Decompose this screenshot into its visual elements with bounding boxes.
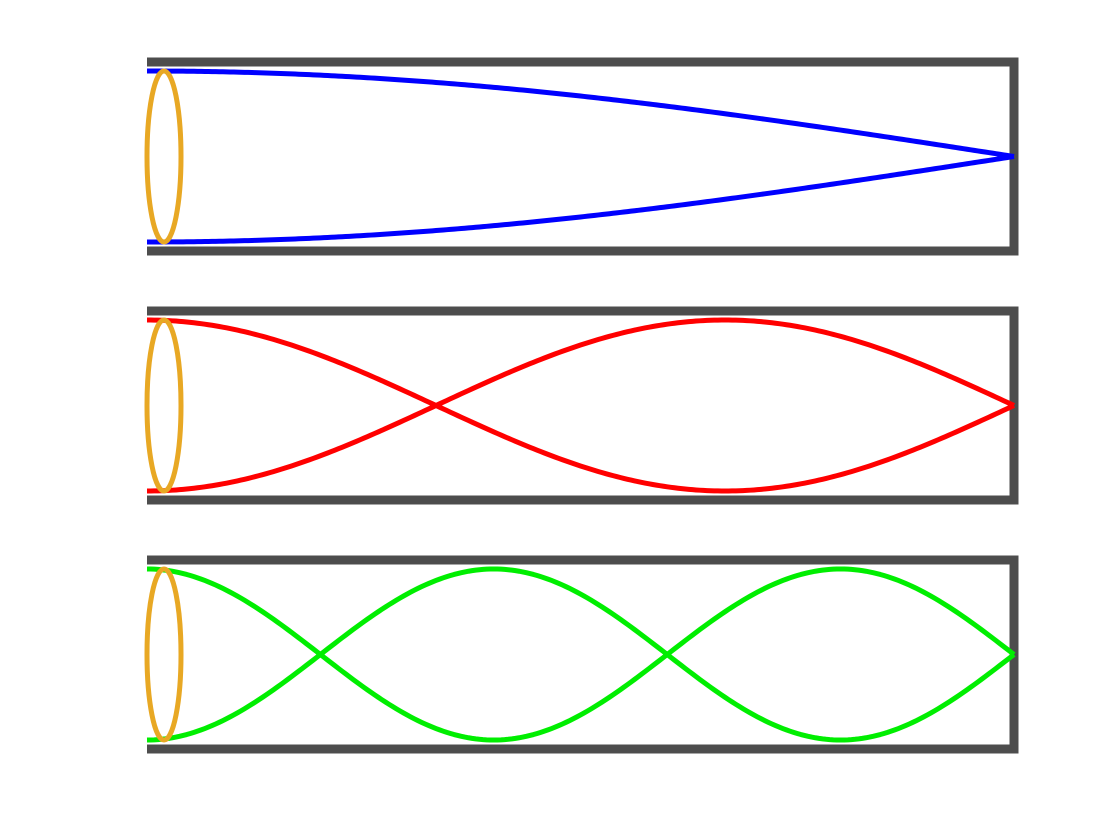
pipe-panel-harmonic-1 (144, 57, 1019, 256)
pipe-panel-harmonic-3 (144, 306, 1019, 505)
pipe-open-end-ellipse (144, 317, 184, 494)
standing-wave-upper-curve (146, 317, 1016, 494)
pipe-panel-harmonic-5 (144, 555, 1019, 754)
pipe-open-end-ellipse (144, 68, 184, 245)
standing-wave-lower-curve (146, 566, 1016, 743)
standing-wave-upper-curve (146, 566, 1016, 743)
standing-wave-lower-curve (147, 154, 1015, 245)
standing-wave-upper-curve (147, 68, 1015, 159)
standing-wave-lower-curve (146, 317, 1016, 494)
pipe-open-end-ellipse (144, 566, 184, 743)
